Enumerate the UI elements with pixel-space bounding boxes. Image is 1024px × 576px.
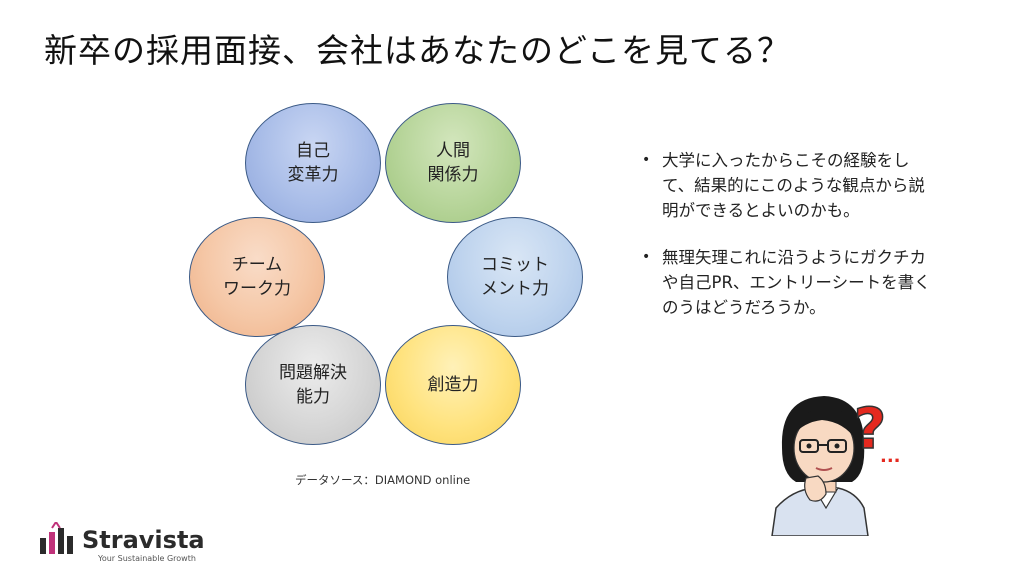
circle-label: チーム ワーク力 xyxy=(223,255,291,299)
circle-label: 自己 変革力 xyxy=(287,141,339,185)
slide-title: 新卒の採用面接、会社はあなたのどこを見てる？ xyxy=(44,31,792,70)
data-source-caption: データソース：DIAMOND online xyxy=(295,473,471,487)
bullet-text: 大学に入ったからこその経験をして、結果的にこのような観点から説明ができるとよいの… xyxy=(662,151,925,220)
bullet-item: • 大学に入ったからこその経験をして、結果的にこのような観点から説明ができるとよ… xyxy=(640,148,940,223)
circle-label: 人間 関係力 xyxy=(427,141,479,185)
logo-tagline: Your Sustainable Growth xyxy=(98,554,196,563)
circle-creativity: 創造力 xyxy=(385,325,521,445)
circle-self-transformation: 自己 変革力 xyxy=(245,103,381,223)
ellipsis-dots: ... xyxy=(880,446,901,467)
stravista-logo: Stravista Your Sustainable Growth xyxy=(38,518,218,568)
question-mark-icon: ? xyxy=(854,397,886,462)
bullet-list: • 大学に入ったからこその経験をして、結果的にこのような観点から説明ができるとよ… xyxy=(640,148,940,342)
circle-label: 創造力 xyxy=(427,375,479,395)
circle-problem-solving: 問題解決 能力 xyxy=(245,325,381,445)
bullet-dot: • xyxy=(642,249,651,265)
logo-bars-icon xyxy=(40,522,73,554)
circle-label: 問題解決 能力 xyxy=(279,363,347,407)
circle-interpersonal: 人間 関係力 xyxy=(385,103,521,223)
bullet-dot: • xyxy=(642,152,651,168)
bullet-text: 無理矢理これに沿うようにガクチカや自己PR、エントリーシートを書くのうはどうだろ… xyxy=(662,248,931,317)
logo-brand: Stravista xyxy=(82,526,205,554)
circle-label: コミット メント力 xyxy=(481,255,549,299)
circle-teamwork: チーム ワーク力 xyxy=(189,217,325,337)
bullet-item: • 無理矢理これに沿うようにガクチカや自己PR、エントリーシートを書くのうはどう… xyxy=(640,245,940,320)
thinking-woman-illustration: ? ... xyxy=(771,396,901,536)
circle-commitment: コミット メント力 xyxy=(447,217,583,337)
